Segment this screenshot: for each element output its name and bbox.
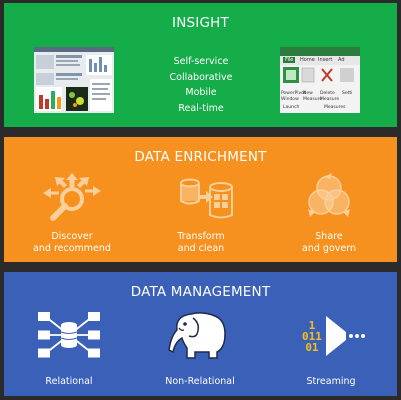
ribbon-item: Setti xyxy=(342,91,353,96)
insight-feature: Real-time xyxy=(178,102,224,114)
ribbon-item: PowerPivot Window xyxy=(281,91,306,102)
nonrelational-item: Non-Relational xyxy=(135,308,265,387)
tab-home: Home xyxy=(300,57,315,63)
nonrelational-label: Non-Relational xyxy=(165,376,235,387)
streaming-item: 1 011 01 Streaming xyxy=(266,310,396,387)
insight-features: Self-service Collaborative Mobile Real-t… xyxy=(144,54,258,116)
streaming-icon: 1 011 01 xyxy=(296,310,366,360)
management-title: DATA MANAGEMENT xyxy=(130,284,271,300)
ribbon-icons xyxy=(283,67,354,83)
tab-insert: Insert xyxy=(318,57,333,63)
magnifier-arrows-icon xyxy=(43,173,101,221)
dashboard-screenshot xyxy=(34,47,114,113)
discover-item: Discover and recommend xyxy=(7,171,137,254)
transform-icon xyxy=(180,178,233,219)
streaming-label: Streaming xyxy=(306,376,356,387)
enrichment-panel: DATA ENRICHMENT Discover and recommend xyxy=(4,137,397,262)
transform-item: Transform and clean xyxy=(136,171,266,254)
transform-caption: Transform and clean xyxy=(177,231,225,254)
binary-digits: 1 011 01 xyxy=(302,319,322,354)
insight-feature: Self-service xyxy=(173,56,229,67)
share-caption: Share and govern xyxy=(302,231,356,254)
relational-database-icon xyxy=(38,312,100,358)
share-item: Share and govern xyxy=(264,171,394,254)
share-circles-icon xyxy=(308,173,350,217)
hadoop-elephant-icon xyxy=(168,312,226,359)
tab-ad: Ad xyxy=(338,57,345,63)
title-bar xyxy=(280,47,360,56)
ribbon-group: Measures xyxy=(324,105,346,110)
excel-ribbon-screenshot: File Home Insert Ad PowerPivot Window Ne… xyxy=(280,47,360,113)
insight-feature: Mobile xyxy=(185,87,217,98)
insight-panel: INSIGHT xyxy=(4,3,397,127)
ribbon-item: Delete Measure xyxy=(320,91,340,102)
relational-label: Relational xyxy=(45,376,93,387)
enrichment-title: DATA ENRICHMENT xyxy=(134,149,267,165)
ribbon-item: New Measure xyxy=(303,91,323,102)
ribbon-tabs: File Home Insert Ad xyxy=(280,56,360,65)
insight-title: INSIGHT xyxy=(172,15,229,31)
ribbon-group: Launch xyxy=(283,105,300,110)
funnel-stream-icon xyxy=(326,316,365,356)
insight-feature: Collaborative xyxy=(169,71,233,83)
tab-file: File xyxy=(283,57,296,63)
management-panel: DATA MANAGEMENT Relational xyxy=(4,272,397,396)
discover-caption: Discover and recommend xyxy=(33,231,111,254)
relational-item: Relational xyxy=(4,310,134,387)
